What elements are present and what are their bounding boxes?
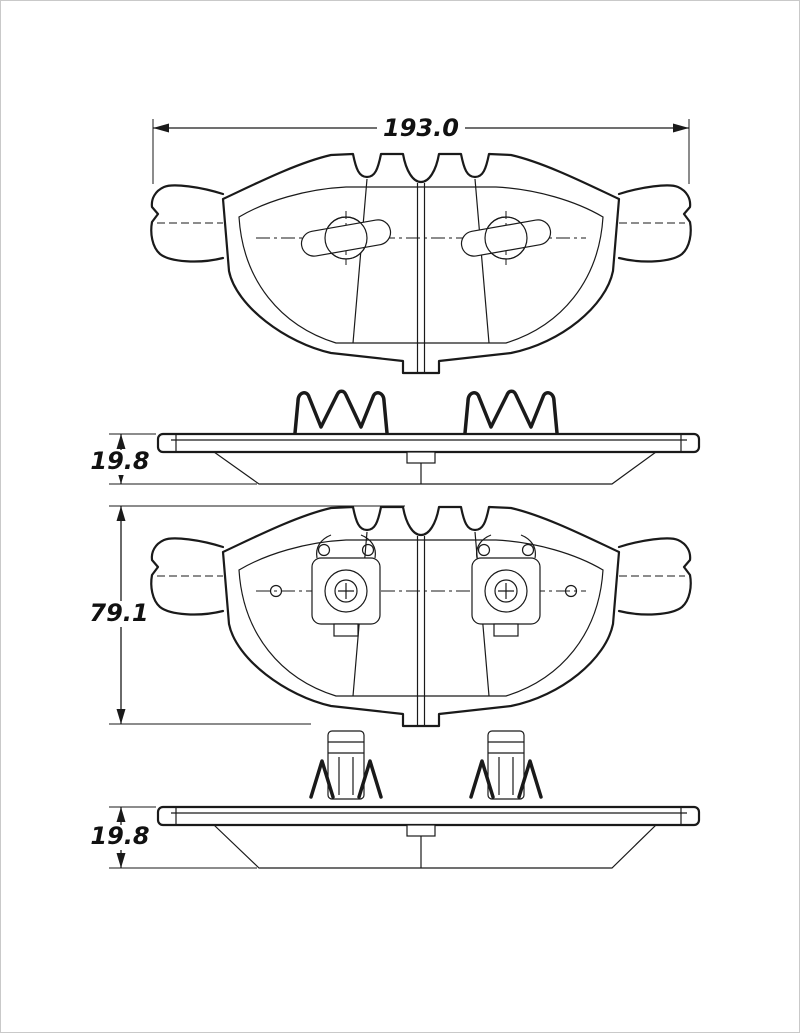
rivet-right-overlay [484, 216, 528, 260]
sensor-bracket-right [471, 534, 541, 637]
label-mask [91, 825, 151, 850]
label-mask [377, 113, 465, 141]
backing-plate-edge [156, 432, 701, 454]
abutment-clips [293, 389, 559, 435]
pad-edge-view-upper [156, 432, 701, 485]
spring-clip-left [293, 389, 389, 435]
label-mask [89, 601, 151, 627]
dim-label-thickness-upper: 19.8 [90, 447, 149, 475]
plate-edge-detail [171, 807, 687, 825]
dim-label-overall-width: 193.0 [383, 114, 459, 142]
arrowhead-up [116, 807, 126, 822]
plate-edge-detail [171, 434, 687, 452]
pad-front-view-upper [150, 152, 692, 375]
dimension-height: 79.1 [89, 505, 405, 725]
pad-front-view-lower [150, 505, 692, 728]
arrowhead-up [116, 506, 126, 521]
backing-plate-edge [156, 805, 701, 827]
torsion-plate-left [300, 219, 392, 257]
spring-clip-right [463, 389, 559, 435]
pad-edge-view-lower [156, 805, 701, 869]
dimension-overall-width: 193.0 [152, 113, 690, 184]
wear-sensor-right [469, 730, 543, 800]
arrowhead-up [116, 434, 126, 449]
dim-label-thickness-lower: 19.8 [90, 822, 149, 850]
arrowhead-left [153, 123, 169, 133]
dimension-thickness-lower: 19.8 [90, 806, 257, 869]
arrowhead-down [116, 709, 126, 724]
side-hole-left [269, 584, 283, 598]
arrowhead-right [673, 123, 689, 133]
dim-label-height: 79.1 [89, 599, 148, 627]
sensor-bracket-left [311, 534, 381, 637]
wear-sensors [309, 730, 543, 800]
rivet-left-overlay [324, 216, 368, 260]
wear-sensor-left [309, 730, 383, 800]
side-hole-right [564, 584, 578, 598]
dimension-thickness-upper: 19.8 [90, 433, 257, 485]
torsion-plate-right [460, 219, 552, 257]
center-tab-edge [406, 451, 436, 464]
center-tab-edge [406, 824, 436, 837]
label-mask [91, 450, 151, 475]
arrowhead-down [116, 853, 126, 868]
